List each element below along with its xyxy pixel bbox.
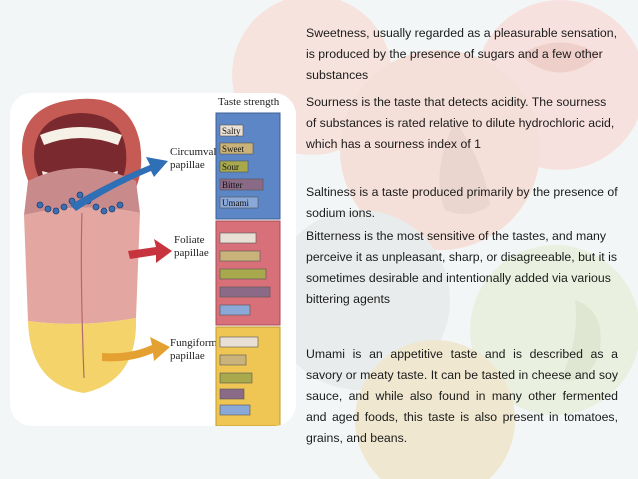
taste-label-sweet: Sweet — [222, 144, 244, 154]
arrow-foliate — [128, 239, 172, 263]
bar-salty-bottom — [219, 336, 259, 348]
bar-bitter-bottom — [219, 388, 245, 400]
nose-decoration — [439, 120, 490, 214]
bar-sour-top — [219, 160, 249, 173]
nose-circle-decoration — [340, 50, 540, 250]
tongue-taste-diagram: Circumvallate papillae Foliate papillae … — [10, 93, 296, 426]
hand-circle-decoration — [355, 340, 515, 479]
tongue-midline — [80, 212, 85, 379]
upper-teeth — [40, 127, 122, 145]
bar-bitter-mid — [219, 286, 271, 298]
lips-decoration — [520, 42, 600, 73]
arrow-fungiform — [102, 337, 170, 362]
fungiform-label-2: papillae — [170, 350, 205, 362]
foliate-label-1: Foliate — [174, 234, 205, 246]
sourness-paragraph: Sourness is the taste that detects acidi… — [306, 95, 615, 151]
bar-sour-mid — [219, 268, 267, 280]
sweetness-paragraph: Sweetness, usually regarded as a pleasur… — [306, 26, 618, 82]
tongue-middle-zone — [24, 207, 140, 324]
bar-bitter-top — [219, 178, 264, 191]
bar-umami-mid — [219, 304, 251, 316]
bar-sweet-top — [219, 142, 254, 155]
brain-circle-decoration — [270, 210, 450, 390]
taste-strength-header: Taste strength — [218, 96, 280, 108]
ear-decoration — [560, 300, 601, 381]
bar-sweet-mid — [219, 250, 261, 262]
fungiform-label-1: Fungiform — [170, 337, 218, 349]
taste-label-salty: Salty — [222, 126, 241, 136]
foliate-label-2: papillae — [174, 247, 209, 259]
bar-umami-top — [219, 196, 259, 209]
bar-sweet-bottom — [219, 354, 247, 366]
arrow-circumvallate — [70, 157, 168, 211]
bar-salty-mid — [219, 232, 257, 244]
bar-umami-bottom — [219, 404, 251, 416]
saltiness-paragraph: Saltiness is a taste produced primarily … — [306, 185, 618, 220]
bar-salty-top — [219, 124, 244, 137]
taste-label-sour: Sour — [222, 162, 239, 172]
circumvallate-label-2: papillae — [170, 159, 205, 171]
bar-sour-bottom — [219, 372, 253, 384]
tongue-back-zone — [24, 168, 140, 215]
bitterness-paragraph: Bitterness is the most sensitive of the … — [306, 229, 618, 306]
taste-label-umami: Umami — [222, 198, 249, 208]
taste-label-bitter: Bitter — [222, 180, 243, 190]
eye-circle-decoration — [470, 245, 638, 415]
umami-paragraph: Umami is an appetitive taste and is desc… — [306, 347, 618, 445]
tongue-tip-zone — [28, 318, 137, 393]
